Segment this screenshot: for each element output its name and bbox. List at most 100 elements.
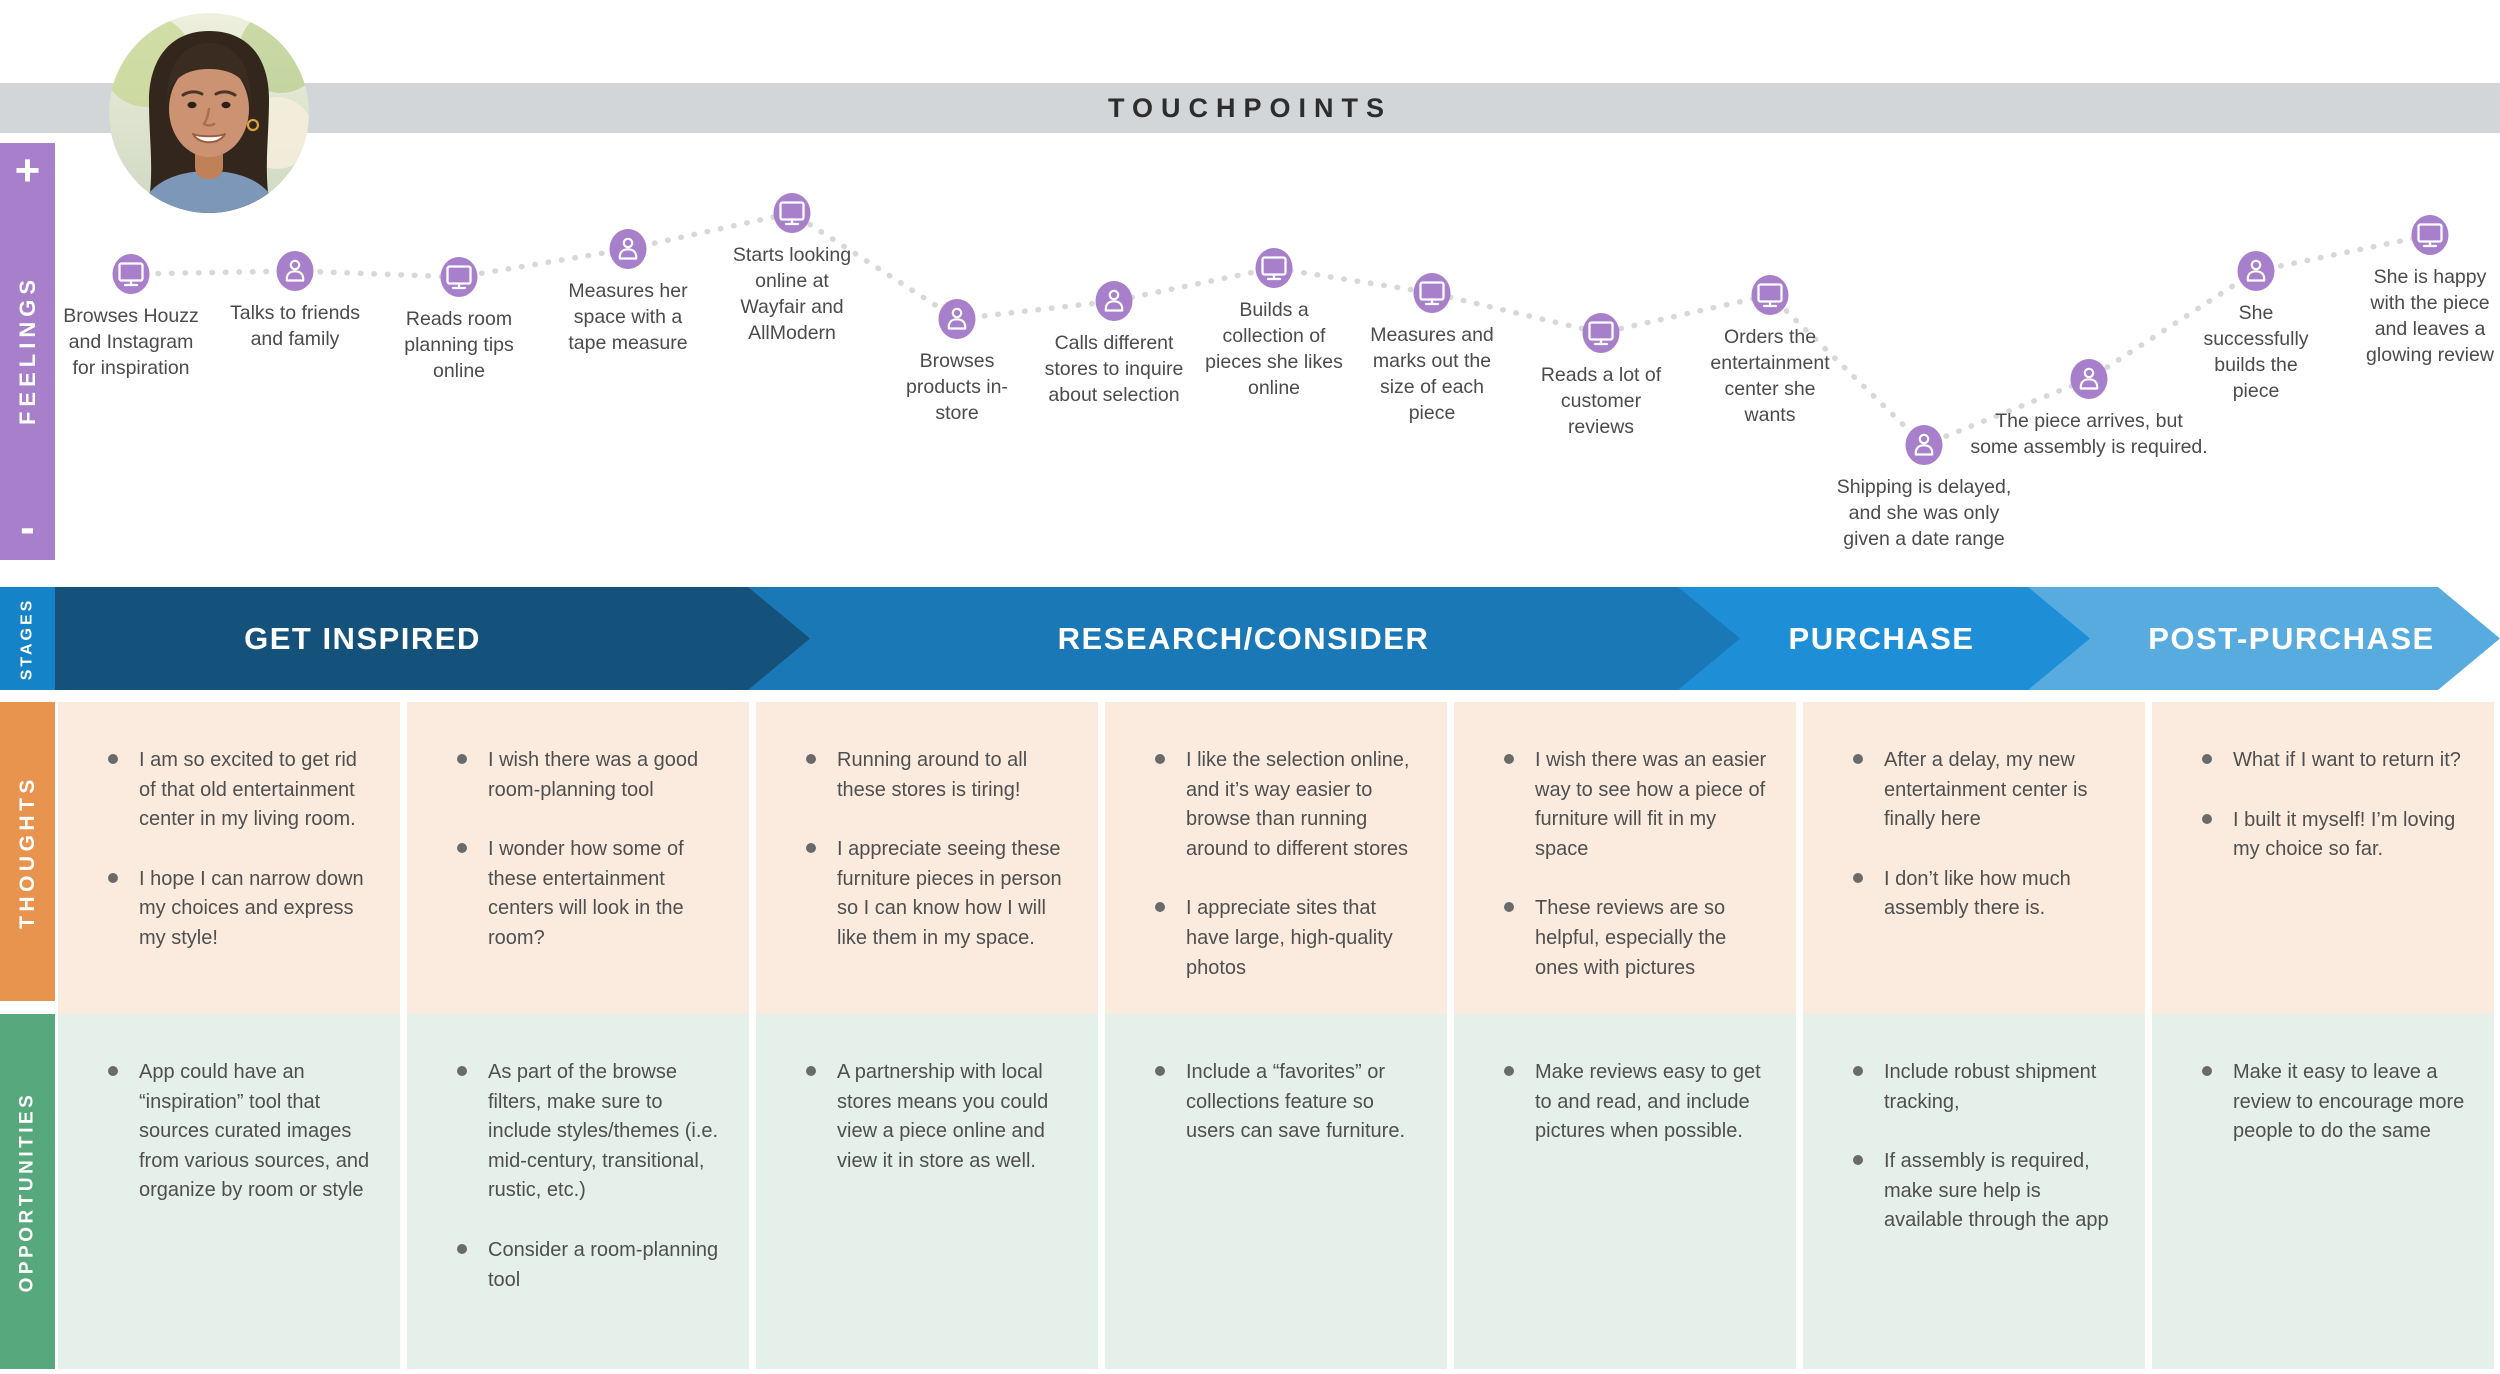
thoughts-cell: I wish there was a good room-planning to… <box>407 702 749 1024</box>
touchpoint-label: Talks to friends and family <box>229 302 361 351</box>
bullet-text: I don’t like how much assembly there is. <box>1884 867 2071 920</box>
thoughts-cell: Running around to all these stores is ti… <box>756 702 1098 1024</box>
bullet-icon <box>806 754 816 764</box>
feelings-plus: + <box>14 146 41 195</box>
bullet-icon <box>2202 813 2212 824</box>
stage-label: RESEARCH/CONSIDER <box>1057 620 1430 656</box>
bullet-item: Running around to all these stores is ti… <box>806 746 1072 805</box>
touchpoint-computer-icon <box>773 193 811 233</box>
touchpoint-label: Builds a collection of pieces she likes … <box>1205 299 1343 400</box>
bullet-icon <box>457 754 467 764</box>
bullet-item: Make it easy to leave a review to encour… <box>2202 1058 2468 1147</box>
bullet-icon <box>806 843 816 854</box>
touchpoint-label: Starts looking online at Wayfair and All… <box>732 244 852 345</box>
opportunities-cell: A partnership with local stores means yo… <box>756 1014 1098 1369</box>
touchpoint-label: Reads room planning tips online <box>404 308 514 383</box>
touchpoint-label: Browses Houzz and Instagram for inspirat… <box>63 305 199 380</box>
touchpoint-label: She successfully builds the piece <box>2203 302 2309 403</box>
opportunities-cell: App could have an “inspiration” tool tha… <box>58 1014 400 1369</box>
stage-label: POST-PURCHASE <box>2148 620 2435 656</box>
touchpoint-person-icon <box>1095 281 1133 321</box>
bullet-text: I like the selection online, and it’s wa… <box>1186 749 1410 860</box>
thoughts-axis-label: THOUGHTS <box>0 702 55 1001</box>
touchpoint-computer-icon <box>2411 215 2449 255</box>
bullet-text: What if I want to return it? <box>2233 749 2461 771</box>
bullet-icon <box>1853 872 1863 883</box>
bullet-text: Include robust shipment tracking, <box>1884 1061 2097 1113</box>
bullet-text: I am so excited to get rid of that old e… <box>139 749 357 831</box>
touchpoint-person-icon <box>609 229 647 269</box>
bullet-item: Consider a room-planning tool <box>457 1236 723 1295</box>
feelings-axis: + FEELINGS - <box>0 143 55 560</box>
bullet-item: I hope I can narrow down my choices and … <box>108 865 374 954</box>
avatar-photo <box>109 13 309 213</box>
stages-axis-label: STAGES <box>0 587 55 690</box>
bullet-icon <box>457 843 467 854</box>
bullet-text: I wish there was an easier way to see ho… <box>1535 749 1767 860</box>
bullet-text: Include a “favorites” or collections fea… <box>1186 1061 1405 1143</box>
bullet-text: As part of the browse filters, make sure… <box>488 1061 719 1202</box>
bullet-icon <box>1504 902 1514 913</box>
touchpoint-label: Reads a lot of customer reviews <box>1540 364 1662 439</box>
thoughts-cell: I wish there was an easier way to see ho… <box>1454 702 1796 1024</box>
touchpoint-label: Calls different stores to inquire about … <box>1044 332 1184 407</box>
touchpoint-label: Shipping is delayed, and she was only gi… <box>1836 476 2012 551</box>
bullet-item: I am so excited to get rid of that old e… <box>108 746 374 835</box>
bullet-text: App could have an “inspiration” tool tha… <box>139 1061 370 1202</box>
stage-post-purchase: POST-PURCHASE <box>2018 587 2500 690</box>
stage-research-consider: RESEARCH/CONSIDER <box>742 587 1740 690</box>
bullet-item: These reviews are so helpful, especially… <box>1504 894 1770 983</box>
feelings-minus: - <box>20 503 35 552</box>
thoughts-cell: What if I want to return it?I built it m… <box>2152 702 2494 1024</box>
bullet-text: I wonder how some of these entertainment… <box>488 838 684 949</box>
bullet-text: Consider a room-planning tool <box>488 1238 719 1291</box>
opportunities-cell: Include robust shipment tracking, If asse… <box>1803 1014 2145 1369</box>
touchpoint-computer-icon <box>112 254 150 294</box>
bullet-icon <box>108 872 118 883</box>
bullet-text: I wish there was a good room-planning to… <box>488 749 699 801</box>
bullet-text: These reviews are so helpful, especially… <box>1535 897 1727 979</box>
touchpoint-person-icon <box>1905 425 1943 465</box>
bullet-item: App could have an “inspiration” tool tha… <box>108 1058 374 1206</box>
bullet-icon <box>1853 1066 1863 1076</box>
touchpoint-label: Browses products in-store <box>906 350 1008 425</box>
bullet-text: A partnership with local stores means yo… <box>837 1061 1049 1172</box>
persona-avatar <box>109 13 309 213</box>
bullet-icon <box>1155 754 1165 764</box>
bullet-icon <box>1504 1066 1514 1076</box>
bullet-icon <box>2202 1066 2212 1076</box>
bullet-item: I wonder how some of these entertainment… <box>457 835 723 953</box>
stage-label: PURCHASE <box>1788 620 1975 656</box>
bullet-item: If assembly is required, make sure help … <box>1853 1147 2119 1236</box>
stages-row: STAGES GET INSPIRED RESEARCH/CONSIDER PU… <box>0 587 2500 690</box>
touchpoint-person-icon <box>938 299 976 339</box>
touchpoint-label: The piece arrives, but some assembly is … <box>1970 410 2208 459</box>
touchpoint-label: Measures and marks out the size of each … <box>1370 324 1494 425</box>
thoughts-cell: I am so excited to get rid of that old e… <box>58 702 400 1024</box>
bullet-item: What if I want to return it? <box>2202 746 2468 776</box>
bullet-icon <box>806 1066 816 1076</box>
stage-get-inspired: GET INSPIRED <box>55 587 810 690</box>
bullet-text: If assembly is required, make sure help … <box>1884 1150 2109 1232</box>
bullet-text: I hope I can narrow down my choices and … <box>139 867 364 949</box>
bullet-item: Make reviews easy to get to and read, an… <box>1504 1058 1770 1147</box>
bullet-text: I appreciate sites that have large, high… <box>1186 897 1393 979</box>
opportunities-cell: Include a “favorites” or collections fea… <box>1105 1014 1447 1369</box>
opportunities-grid: App could have an “inspiration” tool tha… <box>58 1014 2494 1369</box>
thoughts-cell: I like the selection online, and it’s wa… <box>1105 702 1447 1024</box>
thoughts-cell: After a delay, my new entertainment cent… <box>1803 702 2145 1024</box>
bullet-item: I like the selection online, and it’s wa… <box>1155 746 1421 864</box>
bullet-item: I appreciate sites that have large, high… <box>1155 894 1421 983</box>
bullet-item: After a delay, my new entertainment cent… <box>1853 746 2119 835</box>
bullet-text: I appreciate seeing these furniture piec… <box>837 838 1062 949</box>
touchpoint-label: Orders the entertainment center she want… <box>1710 326 1830 427</box>
bullet-item: I don’t like how much assembly there is. <box>1853 865 2119 924</box>
touchpoints-header-bar: TOUCHPOINTS <box>0 83 2500 133</box>
bullet-text: After a delay, my new entertainment cent… <box>1884 749 2088 831</box>
touchpoint-label: Measures her space with a tape measure <box>568 280 688 355</box>
touchpoints-title: TOUCHPOINTS <box>1107 92 1392 123</box>
touchpoint-computer-icon <box>1413 273 1451 313</box>
touchpoint-computer-icon <box>1751 275 1789 315</box>
bullet-icon <box>1853 1155 1863 1166</box>
touchpoint-computer-icon <box>1582 313 1620 353</box>
